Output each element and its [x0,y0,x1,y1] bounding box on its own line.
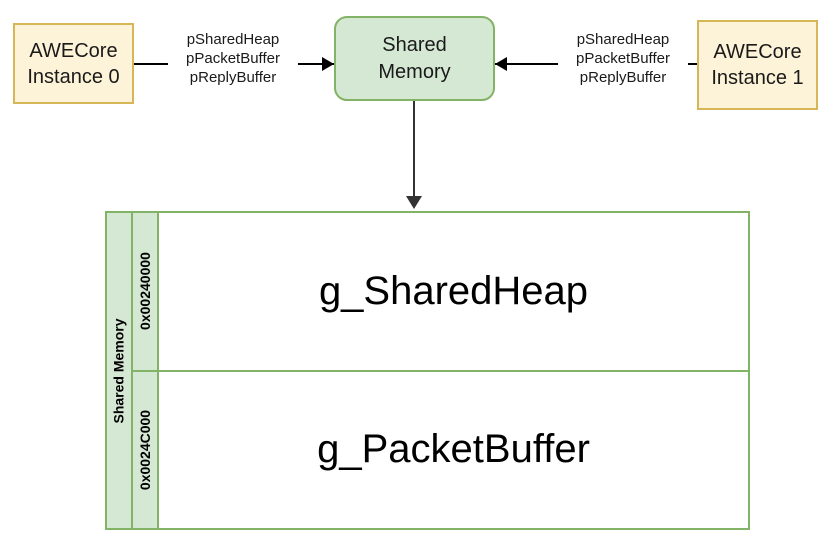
memory-map-address-0: 0x00240000 [137,252,153,331]
edge-label-instance1-line3: pReplyBuffer [579,69,667,86]
memory-map-address-cell: 0x0024C000 [133,369,157,529]
edge-label-instance0-line1: pSharedHeap [186,31,280,48]
memory-map-address-cell: 0x00240000 [133,213,157,370]
memory-map-table: Shared Memory 0x00240000 0x0024C000 g_Sh… [105,211,750,530]
edge-label-instance0-line3: pReplyBuffer [189,69,277,86]
memory-map-group-label: Shared Memory [111,317,128,424]
memory-map-address-1: 0x0024C000 [137,409,153,490]
node-awecore-instance-1[interactable]: AWECore Instance 1 [697,20,818,110]
node-awecore-instance-1-line1: AWECore [713,41,802,63]
memory-map-region-column: g_SharedHeap g_PacketBuffer [159,213,748,528]
arrow-head-down-icon [406,196,422,209]
edge-label-instance0-line2: pPacketBuffer [186,50,280,67]
edge-line-shared-to-memory-map [413,101,415,198]
memory-map-region-1: g_PacketBuffer [317,427,590,472]
memory-map-region-0: g_SharedHeap [318,268,589,313]
arrow-head-left-icon [495,57,507,71]
edge-label-instance0: pSharedHeap pPacketBuffer pReplyBuffer [168,30,298,87]
node-shared-memory[interactable]: Shared Memory [334,16,495,101]
node-awecore-instance-0-line1: AWECore [29,39,118,62]
node-awecore-instance-0-line2: Instance 0 [27,65,120,88]
node-awecore-instance-1-line2: Instance 1 [711,67,804,89]
edge-label-instance1: pSharedHeap pPacketBuffer pReplyBuffer [558,30,688,87]
arrow-head-right-icon [322,57,334,71]
node-shared-memory-line1: Shared [382,33,447,56]
memory-map-region-row: g_PacketBuffer [159,369,748,529]
edge-label-instance1-line1: pSharedHeap [576,31,670,48]
memory-map-group-label-cell: Shared Memory [107,213,133,528]
node-awecore-instance-0[interactable]: AWECore Instance 0 [13,23,134,104]
memory-map-region-row: g_SharedHeap [159,213,748,370]
node-shared-memory-line2: Memory [378,60,451,83]
memory-map-address-column: 0x00240000 0x0024C000 [133,213,159,528]
edge-label-instance1-line2: pPacketBuffer [576,50,670,67]
